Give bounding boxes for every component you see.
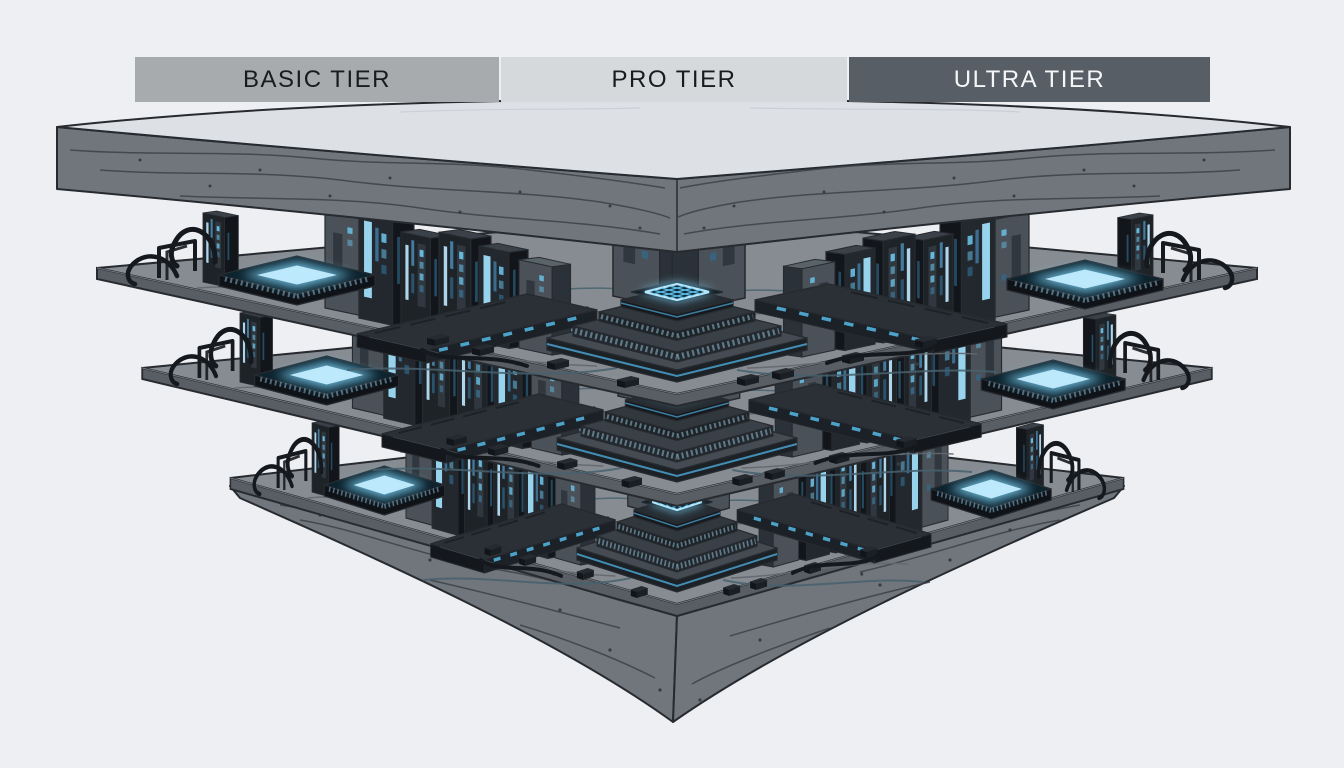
tier-segment-pro: PRO TIER [501,57,847,102]
tier-label-ultra: ULTRA TIER [953,65,1106,93]
tier-label-basic: BASIC TIER [243,65,391,93]
surface-slab [56,98,1291,253]
tier-header-bar: BASIC TIER PRO TIER ULTRA TIER [135,57,1210,102]
tier-segment-ultra: ULTRA TIER [849,57,1210,102]
tier-segment-basic: BASIC TIER [135,57,499,102]
tier-label-pro: PRO TIER [611,65,737,93]
